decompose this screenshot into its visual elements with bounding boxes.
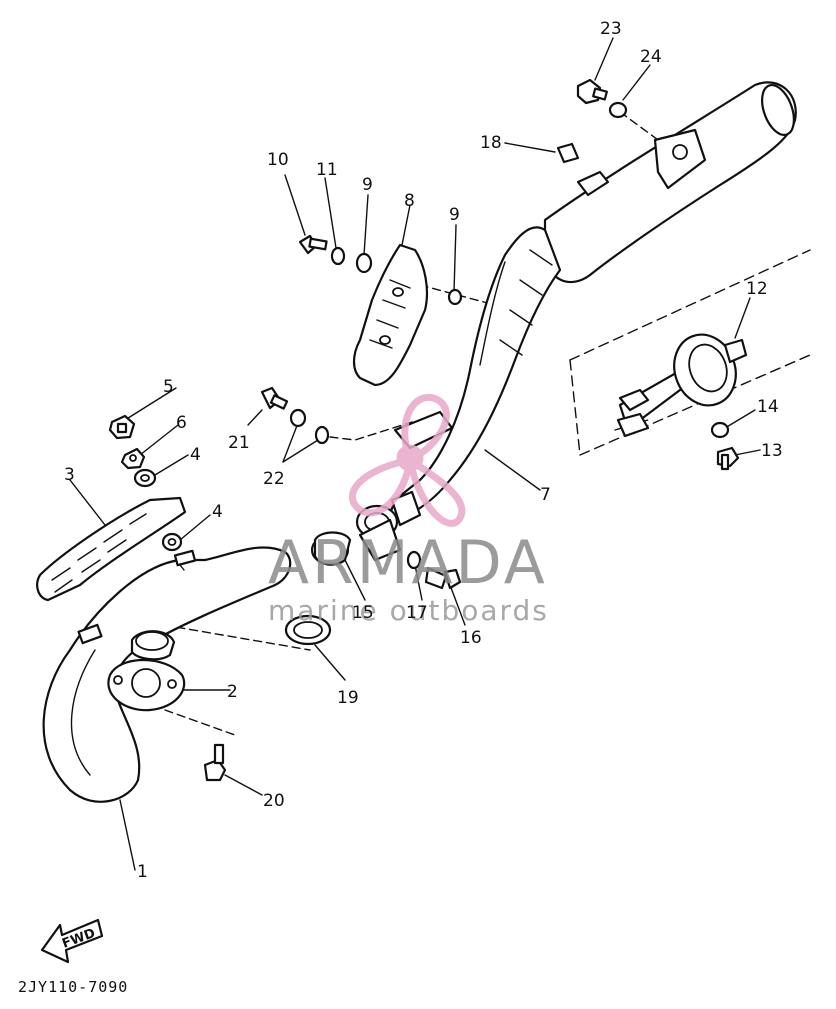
callout-15: 15 bbox=[352, 603, 374, 623]
callout-21: 21 bbox=[228, 433, 250, 453]
callout-19: 19 bbox=[337, 688, 359, 708]
callout-11: 11 bbox=[316, 160, 338, 180]
callout-22: 22 bbox=[263, 469, 285, 489]
callout-14: 14 bbox=[757, 397, 779, 417]
callout-13: 13 bbox=[761, 441, 783, 461]
propeller-icon bbox=[348, 394, 466, 527]
callout-6: 6 bbox=[176, 413, 187, 433]
heat-protector-part-3 bbox=[36, 496, 187, 602]
callout-18: 18 bbox=[480, 133, 502, 153]
callout-23: 23 bbox=[600, 19, 622, 39]
callout-2: 2 bbox=[227, 682, 238, 702]
callout-7: 7 bbox=[540, 485, 551, 505]
callout-3: 3 bbox=[64, 465, 75, 485]
callout-5: 5 bbox=[163, 377, 174, 397]
bracket-part-8 bbox=[352, 243, 429, 387]
callout-9a: 9 bbox=[362, 175, 373, 195]
callout-24: 24 bbox=[640, 47, 662, 67]
joint-rings bbox=[284, 531, 352, 646]
callout-4a: 4 bbox=[190, 445, 201, 465]
callout-20: 20 bbox=[263, 791, 285, 811]
callout-16: 16 bbox=[460, 628, 482, 648]
exhaust-pipe-part-1 bbox=[42, 546, 292, 803]
callout-numbers: 1 2 3 4 4 5 6 7 8 9 9 10 11 12 13 14 15 … bbox=[64, 19, 783, 882]
fwd-arrow-icon: FWD bbox=[40, 918, 104, 964]
watermark-tagline: marine outboards bbox=[268, 594, 549, 627]
watermark-brand: ARMADA bbox=[268, 528, 548, 598]
callout-8: 8 bbox=[404, 191, 415, 211]
callout-4b: 4 bbox=[212, 502, 223, 522]
callout-17: 17 bbox=[406, 603, 428, 623]
fasteners-right bbox=[710, 421, 740, 471]
callout-1: 1 bbox=[137, 862, 148, 882]
exhaust-flange-part-2 bbox=[107, 630, 186, 712]
end-cap-part-12 bbox=[616, 333, 748, 438]
callout-10: 10 bbox=[267, 150, 289, 170]
reference-code: 2JY110-7090 bbox=[18, 978, 128, 996]
watermark-logo: ARMADA marine outboards bbox=[268, 394, 549, 627]
muffler-part-7 bbox=[355, 81, 797, 562]
callout-12: 12 bbox=[746, 279, 768, 299]
fasteners-misc bbox=[203, 78, 628, 782]
fasteners-top bbox=[298, 234, 463, 306]
fasteners-left bbox=[108, 414, 183, 552]
callout-9b: 9 bbox=[449, 205, 460, 225]
